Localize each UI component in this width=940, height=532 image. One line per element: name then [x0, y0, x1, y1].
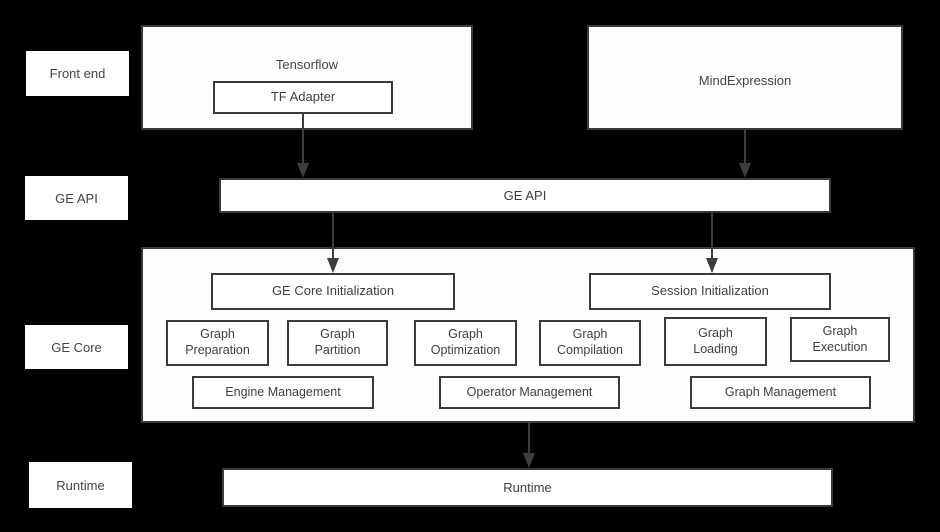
graph-loading-box[interactable]: Graph Loading	[664, 317, 767, 366]
tf-adapter-box[interactable]: TF Adapter	[213, 81, 393, 114]
graph-execution-label: Graph Execution	[812, 323, 868, 354]
operator-management-label: Operator Management	[466, 384, 593, 399]
layer-label-ge-core-text: GE Core	[51, 339, 102, 355]
arrow-tf-adapter-to-ge-api	[293, 113, 313, 179]
graph-optimization-box[interactable]: Graph Optimization	[414, 320, 517, 366]
session-initialization-box[interactable]: Session Initialization	[589, 273, 831, 310]
tensorflow-title: Tensorflow	[275, 57, 339, 72]
runtime-bar-label: Runtime	[503, 480, 552, 495]
graph-management-box[interactable]: Graph Management	[690, 376, 871, 409]
graph-management-label: Graph Management	[724, 384, 837, 399]
layer-label-ge-api: GE API	[25, 176, 128, 220]
engine-management-box[interactable]: Engine Management	[192, 376, 374, 409]
ge-api-bar-label: GE API	[503, 188, 547, 203]
layer-label-ge-core: GE Core	[25, 325, 128, 369]
ge-api-bar[interactable]: GE API	[219, 178, 831, 213]
operator-management-box[interactable]: Operator Management	[439, 376, 620, 409]
ge-core-initialization-box[interactable]: GE Core Initialization	[211, 273, 455, 310]
layer-label-front-end: Front end	[26, 51, 129, 96]
layer-label-runtime: Runtime	[29, 462, 132, 508]
graph-preparation-label: Graph Preparation	[185, 327, 250, 357]
layer-label-front-end-text: Front end	[49, 66, 106, 81]
ge-core-initialization-label: GE Core Initialization	[271, 283, 395, 299]
engine-management-label: Engine Management	[225, 384, 341, 399]
arrow-ge-core-to-runtime	[519, 423, 539, 469]
graph-preparation-box[interactable]: Graph Preparation	[166, 320, 269, 366]
graph-execution-box[interactable]: Graph Execution	[790, 317, 890, 362]
arrow-ge-api-to-ge-core-initialization	[323, 212, 343, 274]
arrow-ge-api-to-session-initialization	[702, 212, 722, 274]
graph-partition-box[interactable]: Graph Partition	[287, 320, 388, 366]
layer-label-runtime-text: Runtime	[56, 477, 105, 493]
mindexpression-title: MindExpression	[698, 73, 792, 88]
session-initialization-label: Session Initialization	[651, 283, 769, 299]
runtime-bar[interactable]: Runtime	[222, 468, 833, 507]
arrow-mindexpression-to-ge-api	[735, 130, 755, 179]
tf-adapter-label: TF Adapter	[270, 89, 336, 105]
graph-optimization-label: Graph Optimization	[430, 327, 501, 357]
graph-loading-label: Graph Loading	[693, 325, 738, 356]
graph-compilation-label: Graph Compilation	[556, 327, 623, 357]
graph-compilation-box[interactable]: Graph Compilation	[539, 320, 641, 366]
layer-label-ge-api-text: GE API	[55, 190, 98, 206]
graph-partition-label: Graph Partition	[314, 327, 361, 357]
mindexpression-container: MindExpression	[587, 25, 903, 130]
